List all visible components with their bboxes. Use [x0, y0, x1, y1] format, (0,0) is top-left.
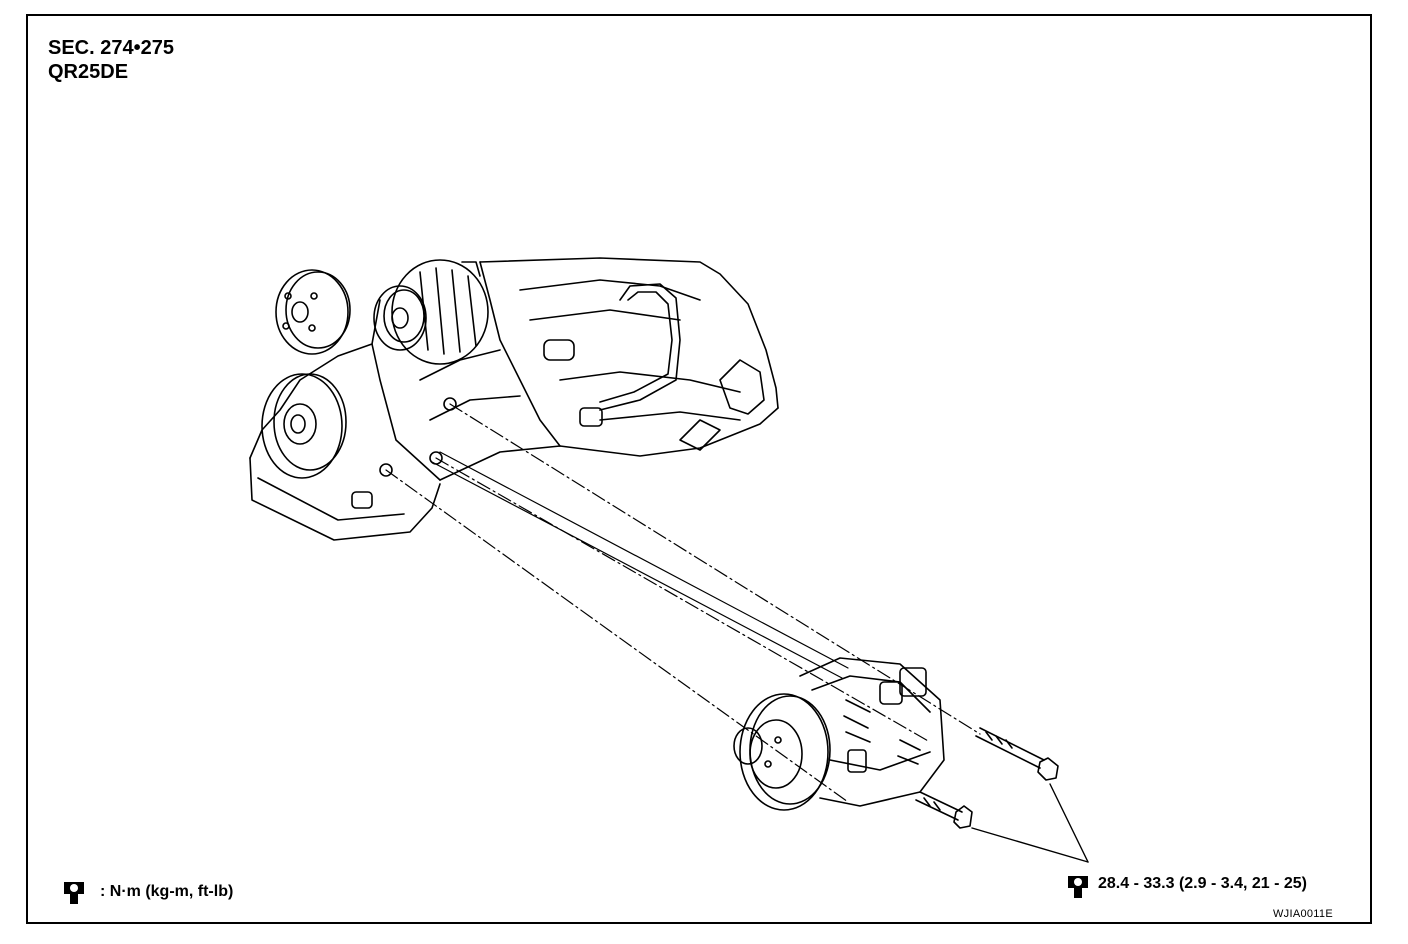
water-pump-pulley: [275, 269, 351, 355]
alternator: [373, 259, 489, 365]
figure-code: WJIA0011E: [1273, 908, 1333, 920]
mounting-bolt-upper: [975, 727, 1059, 781]
torque-specification: 28.4 - 33.3 (2.9 - 3.4, 21 - 25): [1098, 875, 1308, 892]
torque-units-legend: : N·m (kg-m, ft-lb): [100, 883, 234, 900]
torque-leader-lines: [971, 783, 1089, 863]
torque-wrench-icon: [64, 882, 84, 904]
crankshaft-pulley: [261, 373, 347, 479]
torque-wrench-icon: [1068, 876, 1088, 898]
engine-block: [249, 257, 779, 541]
ac-compressor: [733, 657, 945, 811]
engine-model: QR25DE: [48, 61, 129, 83]
section-reference: SEC. 274•275: [48, 37, 174, 59]
bracket-rails: [431, 451, 849, 679]
alignment-lines: [385, 403, 981, 803]
mounting-bolt-lower: [915, 791, 973, 829]
diagram-frame: [26, 14, 1372, 924]
